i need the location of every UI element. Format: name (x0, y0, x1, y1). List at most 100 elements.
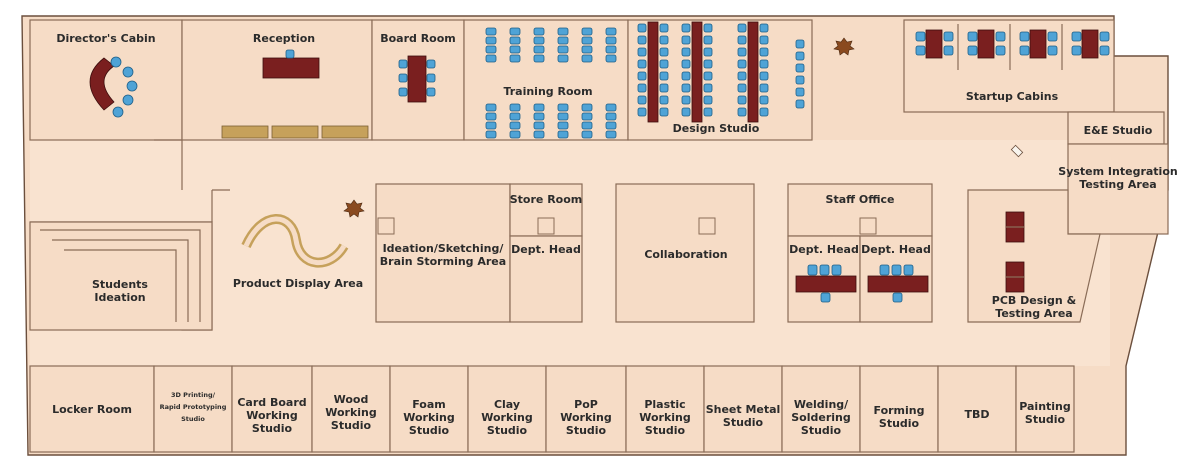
chair (681, 83, 691, 93)
training-room-seats (485, 27, 617, 139)
chair (1047, 45, 1058, 56)
chair (509, 103, 521, 112)
chair (891, 264, 902, 276)
chair (485, 130, 497, 139)
chair (533, 27, 545, 36)
chair (737, 95, 747, 105)
chair (637, 107, 647, 117)
chair (967, 45, 978, 56)
chair (681, 59, 691, 69)
chair (819, 264, 830, 276)
printing-3d-label: 3D Printing/ (171, 391, 216, 399)
chair (737, 47, 747, 57)
chair (533, 121, 545, 130)
clay-label-3: Studio (487, 424, 528, 437)
reception-chair (285, 49, 295, 59)
chair (533, 54, 545, 63)
clay-label: Clay (494, 398, 520, 411)
chair (605, 112, 617, 121)
chair (737, 83, 747, 93)
chair (703, 83, 713, 93)
chair (737, 107, 747, 117)
tbd-label: TBD (964, 408, 989, 421)
chair (509, 54, 521, 63)
students-ideation-label: Students (92, 278, 148, 291)
column-icon (537, 217, 555, 235)
chair (557, 27, 569, 36)
pcb-design-label-2: Testing Area (995, 307, 1072, 320)
chair (557, 45, 569, 54)
chair (581, 130, 593, 139)
chair (659, 47, 669, 57)
chair (509, 36, 521, 45)
foam-label: Foam (412, 398, 446, 411)
chair (557, 112, 569, 121)
chair (485, 45, 497, 54)
chair (759, 59, 769, 69)
chair (659, 23, 669, 33)
chair (703, 95, 713, 105)
dept-head-room-1 (509, 235, 583, 323)
dept-head-label-2: Dept. Head (789, 243, 859, 256)
design-studio-seats (637, 21, 805, 123)
pcb-design-label: PCB Design & (992, 294, 1077, 307)
forming-room (859, 365, 939, 453)
chair (605, 36, 617, 45)
chair (605, 130, 617, 139)
reception-bench (221, 125, 269, 139)
reception-label: Reception (253, 32, 315, 45)
ideation-sketching-label-2: Brain Storming Area (380, 255, 506, 268)
chair (1019, 31, 1030, 42)
chair (737, 71, 747, 81)
cabin-desk (977, 29, 995, 59)
director-desk (89, 57, 115, 111)
store-room (509, 183, 583, 237)
chair (557, 121, 569, 130)
product-display-label: Product Display Area (233, 277, 363, 290)
pop-label-3: Studio (566, 424, 607, 437)
system-integration-room (1067, 143, 1169, 235)
chair (759, 23, 769, 33)
chair (581, 27, 593, 36)
system-integration-label: System Integration (1058, 165, 1177, 178)
students-ideation-steps (40, 229, 201, 322)
ideation-sketching-label: Ideation/Sketching/ (383, 242, 505, 255)
chair (581, 103, 593, 112)
cardboard-label-3: Studio (252, 422, 293, 435)
chair (703, 23, 713, 33)
printing-3d-room (153, 365, 233, 453)
chair (485, 112, 497, 121)
chair (485, 103, 497, 112)
e-e-studio-room (1067, 111, 1165, 145)
cabin-desk (925, 29, 943, 59)
chair (581, 112, 593, 121)
chair (943, 45, 954, 56)
foam-label-3: Studio (409, 424, 450, 437)
chair (1099, 31, 1110, 42)
locker-room-label: Locker Room (52, 403, 132, 416)
chair (915, 31, 926, 42)
plastic-label-2: Working (639, 411, 691, 424)
chair (426, 73, 436, 83)
chair (737, 35, 747, 45)
chair (581, 54, 593, 63)
dept-head-label-1: Dept. Head (511, 243, 581, 256)
chair (637, 95, 647, 105)
chair (659, 35, 669, 45)
chair (795, 99, 805, 109)
chair (485, 54, 497, 63)
chair (681, 23, 691, 33)
startup-cabins-label: Startup Cabins (966, 90, 1059, 103)
plant-icon (833, 37, 855, 56)
chair (557, 54, 569, 63)
chair (995, 31, 1006, 42)
design-studio-room (627, 19, 813, 141)
training-room-label: Training Room (503, 85, 592, 98)
chair (681, 35, 691, 45)
chair (681, 95, 691, 105)
chair (1047, 31, 1058, 42)
pop-label-2: Working (560, 411, 612, 424)
chair (533, 130, 545, 139)
wood-label-2: Working (325, 406, 377, 419)
chair (879, 264, 890, 276)
